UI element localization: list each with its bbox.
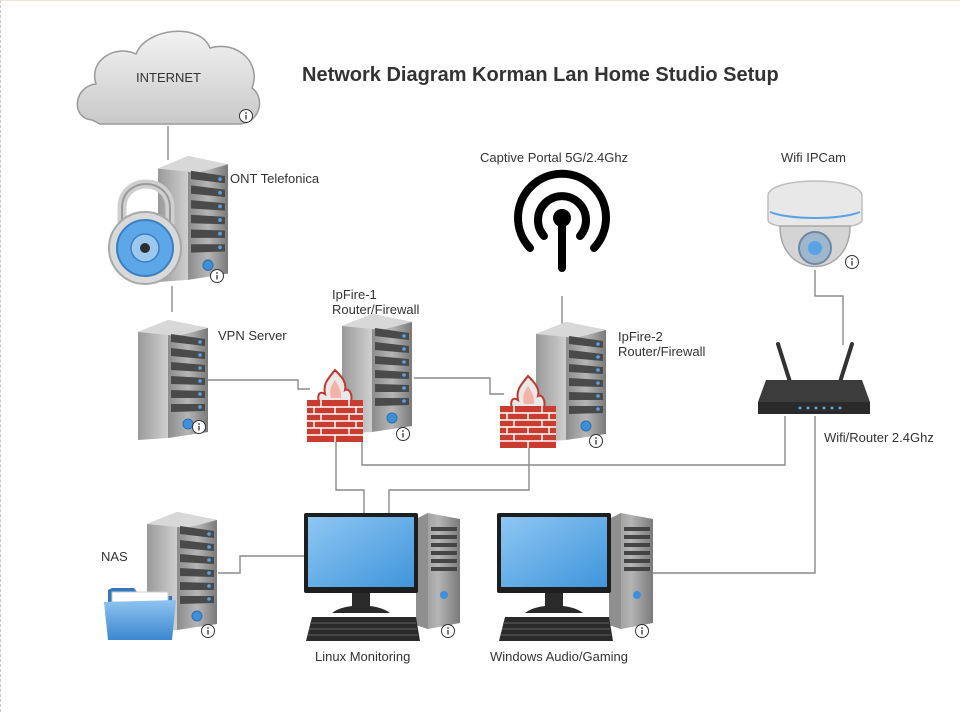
info-icon-nas[interactable]	[200, 623, 216, 639]
label-linux: Linux Monitoring	[315, 649, 411, 664]
label-ipfire1: IpFire-1 Router/Firewall	[332, 287, 420, 317]
link-router-windows	[650, 416, 816, 574]
info-icon-ipfire1[interactable]	[395, 426, 411, 442]
info-icon-ipcam[interactable]	[844, 254, 860, 270]
padlock-icon	[108, 179, 182, 285]
label-captive-portal: Captive Portal 5G/2.4Ghz	[480, 150, 629, 165]
label-ont: ONT Telefonica	[230, 171, 320, 186]
info-icon-linux[interactable]	[440, 623, 456, 639]
link-ipfire1-linux	[335, 442, 365, 515]
label-nas: NAS	[101, 549, 128, 564]
link-ipcam-router	[814, 270, 844, 345]
link-nas-linux	[218, 555, 306, 574]
link-vpn-ipfire1	[208, 379, 310, 390]
folder-icon	[104, 588, 176, 640]
dome-camera-icon	[767, 180, 863, 268]
info-icon-ont[interactable]	[209, 268, 225, 284]
info-icon-internet[interactable]	[238, 108, 254, 124]
label-ipfire2: IpFire-2 Router/Firewall	[618, 329, 706, 359]
label-windows: Windows Audio/Gaming	[490, 649, 629, 664]
label-ipcam: Wifi IPCam	[781, 150, 846, 165]
info-icon-windows[interactable]	[634, 623, 650, 639]
link-ipfire1-ipfire2	[414, 377, 504, 395]
link-ipfire1-router	[361, 416, 786, 466]
diagram-title: Network Diagram Korman Lan Home Studio S…	[302, 64, 779, 86]
label-internet: INTERNET	[136, 70, 201, 85]
label-vpn: VPN Server	[218, 328, 287, 343]
link-ipfire2-linux	[388, 448, 530, 515]
desktop-computer-icon-linux	[303, 512, 461, 642]
info-icon-ipfire2[interactable]	[588, 433, 604, 449]
wifi-antenna-icon	[514, 169, 610, 272]
desktop-computer-icon-windows	[496, 512, 654, 642]
connection-lines	[167, 126, 844, 574]
router-icon	[758, 342, 870, 414]
info-icon-vpn[interactable]	[191, 419, 207, 435]
label-wifi-router: Wifi/Router 2.4Ghz	[824, 430, 934, 445]
cloud-icon	[76, 30, 261, 125]
